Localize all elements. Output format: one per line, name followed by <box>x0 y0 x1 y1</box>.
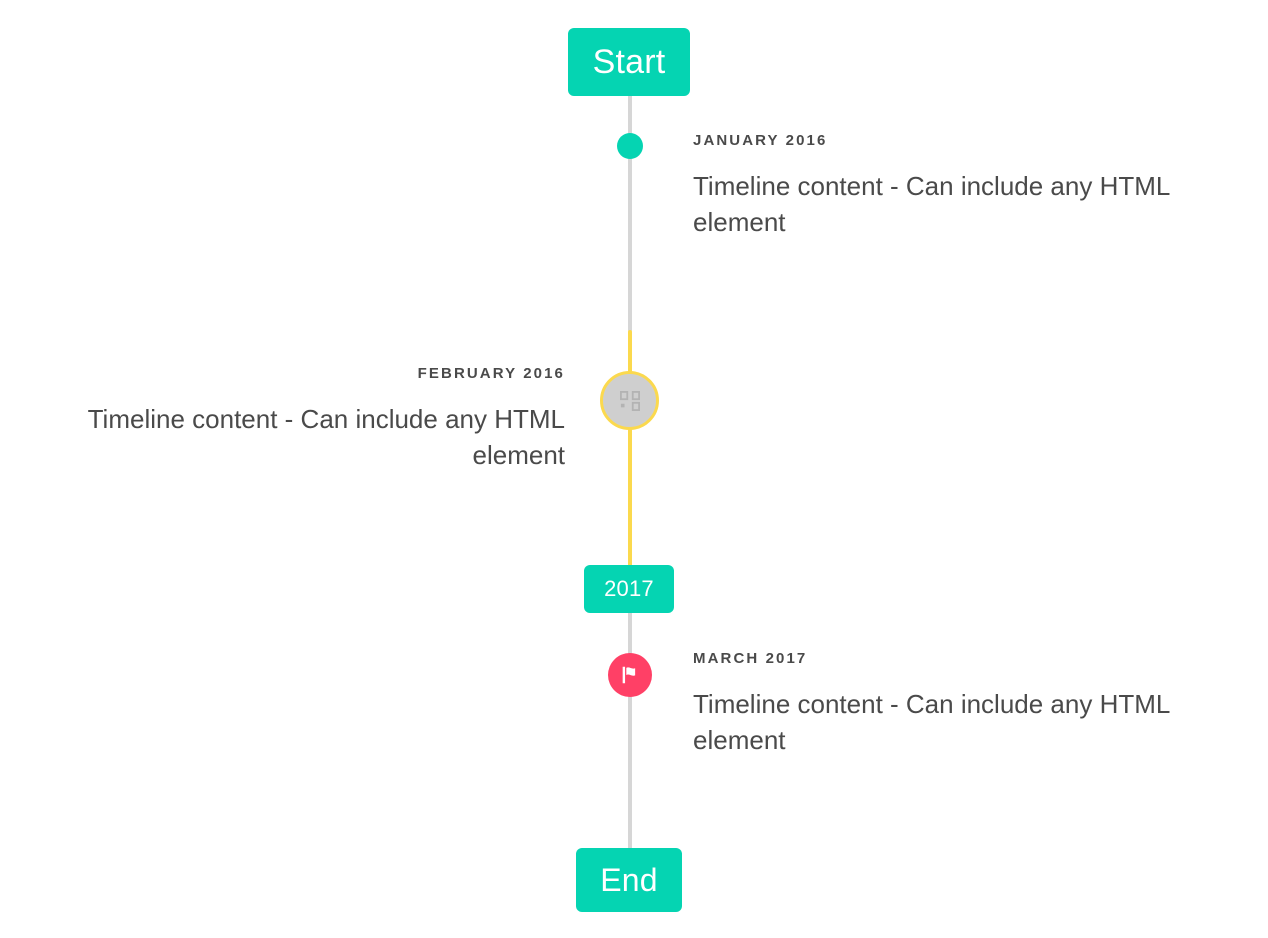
timeline-marker-february[interactable] <box>600 371 659 430</box>
timeline-end-badge[interactable]: End <box>576 848 682 912</box>
flag-icon <box>622 666 636 684</box>
timeline-entry-march: MARCH 2017 Timeline content - Can includ… <box>693 650 1223 759</box>
timeline-end-badge-label: End <box>600 861 658 898</box>
timeline-rail-segment-top <box>628 90 632 332</box>
timeline-entry-body: Timeline content - Can include any HTML … <box>87 403 565 471</box>
timeline-entry-january: JANUARY 2016 Timeline content - Can incl… <box>693 132 1223 241</box>
broken-image-icon <box>619 390 640 411</box>
timeline-marker-january[interactable] <box>617 133 643 159</box>
timeline-entry-date: FEBRUARY 2016 <box>417 365 565 382</box>
timeline-entry-date: MARCH 2017 <box>693 650 808 667</box>
timeline-marker-march[interactable] <box>608 653 652 697</box>
timeline-year-badge[interactable]: 2017 <box>584 565 674 613</box>
timeline-start-badge[interactable]: Start <box>568 28 690 96</box>
timeline-entry-february: FEBRUARY 2016 Timeline content - Can inc… <box>40 365 565 474</box>
timeline-start-badge-label: Start <box>592 42 666 81</box>
timeline-rail-segment-bottom <box>628 610 632 858</box>
timeline-rail-segment-highlight <box>628 330 632 568</box>
timeline-year-badge-label: 2017 <box>604 576 654 601</box>
timeline-entry-date: JANUARY 2016 <box>693 132 828 149</box>
timeline-entry-body: Timeline content - Can include any HTML … <box>693 170 1170 238</box>
timeline-entry-body: Timeline content - Can include any HTML … <box>693 688 1170 756</box>
